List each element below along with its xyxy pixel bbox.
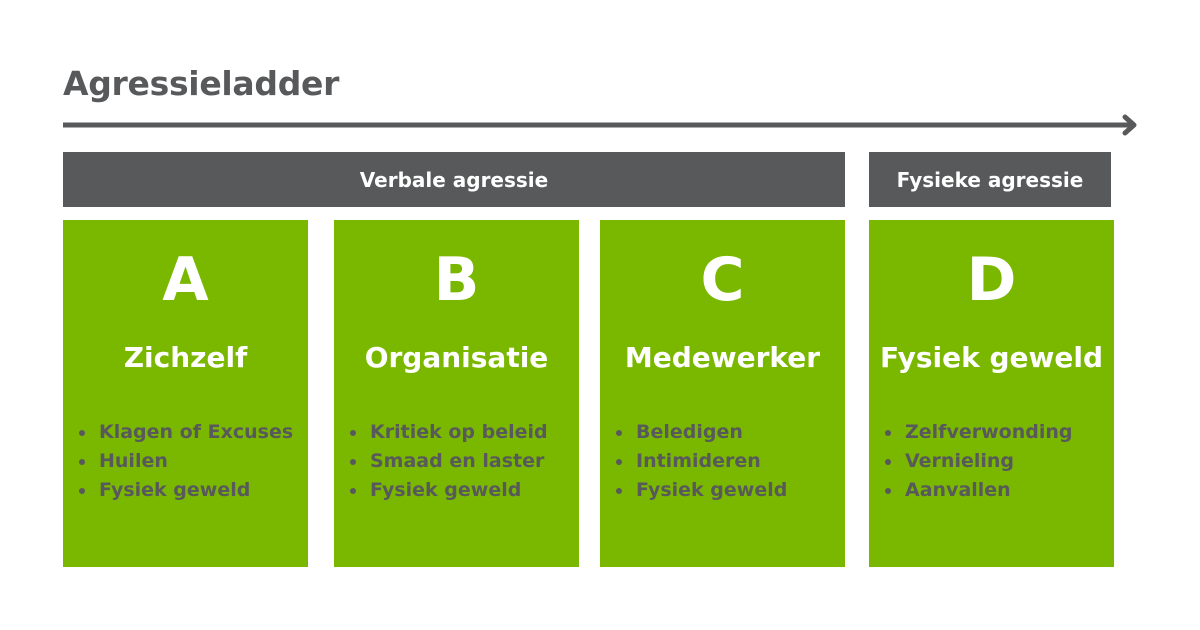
card-title: Organisatie — [364, 341, 549, 374]
card-letter: A — [162, 245, 209, 315]
card-title: Medewerker — [624, 341, 821, 374]
bullet-icon — [885, 459, 891, 465]
card-a: A Zichzelf Klagen of Excuses Huilen Fysi… — [63, 220, 308, 567]
list-item: Zelfverwonding — [883, 418, 1072, 447]
physical-aggression-label: Fysieke agressie — [896, 167, 1084, 192]
card-letter: C — [700, 245, 745, 315]
list-item-text: Vernieling — [905, 450, 1014, 472]
card-item-list: Zelfverwonding Vernieling Aanvallen — [883, 418, 1072, 505]
list-item: Fysiek geweld — [614, 476, 787, 505]
card-letter: D — [966, 245, 1017, 315]
bullet-icon — [350, 488, 356, 494]
page-title: Agressieladder — [63, 64, 340, 103]
list-item: Klagen of Excuses — [77, 418, 293, 447]
list-item-text: Zelfverwonding — [905, 421, 1073, 443]
list-item-text: Fysiek geweld — [636, 479, 788, 501]
list-item-text: Klagen of Excuses — [99, 421, 294, 443]
bullet-icon — [885, 430, 891, 436]
list-item-text: Huilen — [99, 450, 168, 472]
card-letter: B — [433, 245, 480, 315]
list-item: Intimideren — [614, 447, 787, 476]
card-item-list: Beledigen Intimideren Fysiek geweld — [614, 418, 787, 505]
bullet-icon — [350, 430, 356, 436]
list-item: Beledigen — [614, 418, 787, 447]
list-item: Smaad en laster — [348, 447, 548, 476]
arrow-head — [1122, 114, 1137, 136]
bullet-icon — [79, 430, 85, 436]
list-item-text: Intimideren — [636, 450, 761, 472]
list-item-text: Fysiek geweld — [99, 479, 251, 501]
escalation-arrow — [63, 114, 1137, 136]
list-item: Kritiek op beleid — [348, 418, 548, 447]
bullet-icon — [885, 488, 891, 494]
bullet-icon — [616, 488, 622, 494]
card-d: D Fysiek geweld Zelfverwonding Vernielin… — [869, 220, 1114, 567]
list-item: Fysiek geweld — [77, 476, 293, 505]
verbal-aggression-header: Verbale agressie — [63, 152, 845, 207]
bullet-icon — [79, 488, 85, 494]
card-b: B Organisatie Kritiek op beleid Smaad en… — [334, 220, 579, 567]
bullet-icon — [616, 459, 622, 465]
card-item-list: Kritiek op beleid Smaad en laster Fysiek… — [348, 418, 548, 505]
list-item-text: Aanvallen — [905, 479, 1011, 501]
bullet-icon — [350, 459, 356, 465]
list-item: Huilen — [77, 447, 293, 476]
list-item: Vernieling — [883, 447, 1072, 476]
list-item-text: Kritiek op beleid — [370, 421, 548, 443]
list-item-text: Fysiek geweld — [370, 479, 522, 501]
card-c: C Medewerker Beledigen Intimideren Fysie… — [600, 220, 845, 567]
list-item-text: Smaad en laster — [370, 450, 545, 472]
bullet-icon — [79, 459, 85, 465]
card-title: Fysiek geweld — [879, 341, 1103, 374]
physical-aggression-header: Fysieke agressie — [869, 152, 1111, 207]
verbal-aggression-label: Verbale agressie — [359, 167, 549, 192]
list-item: Aanvallen — [883, 476, 1072, 505]
card-title: Zichzelf — [123, 341, 248, 374]
card-item-list: Klagen of Excuses Huilen Fysiek geweld — [77, 418, 293, 505]
list-item: Fysiek geweld — [348, 476, 548, 505]
list-item-text: Beledigen — [636, 421, 743, 443]
bullet-icon — [616, 430, 622, 436]
